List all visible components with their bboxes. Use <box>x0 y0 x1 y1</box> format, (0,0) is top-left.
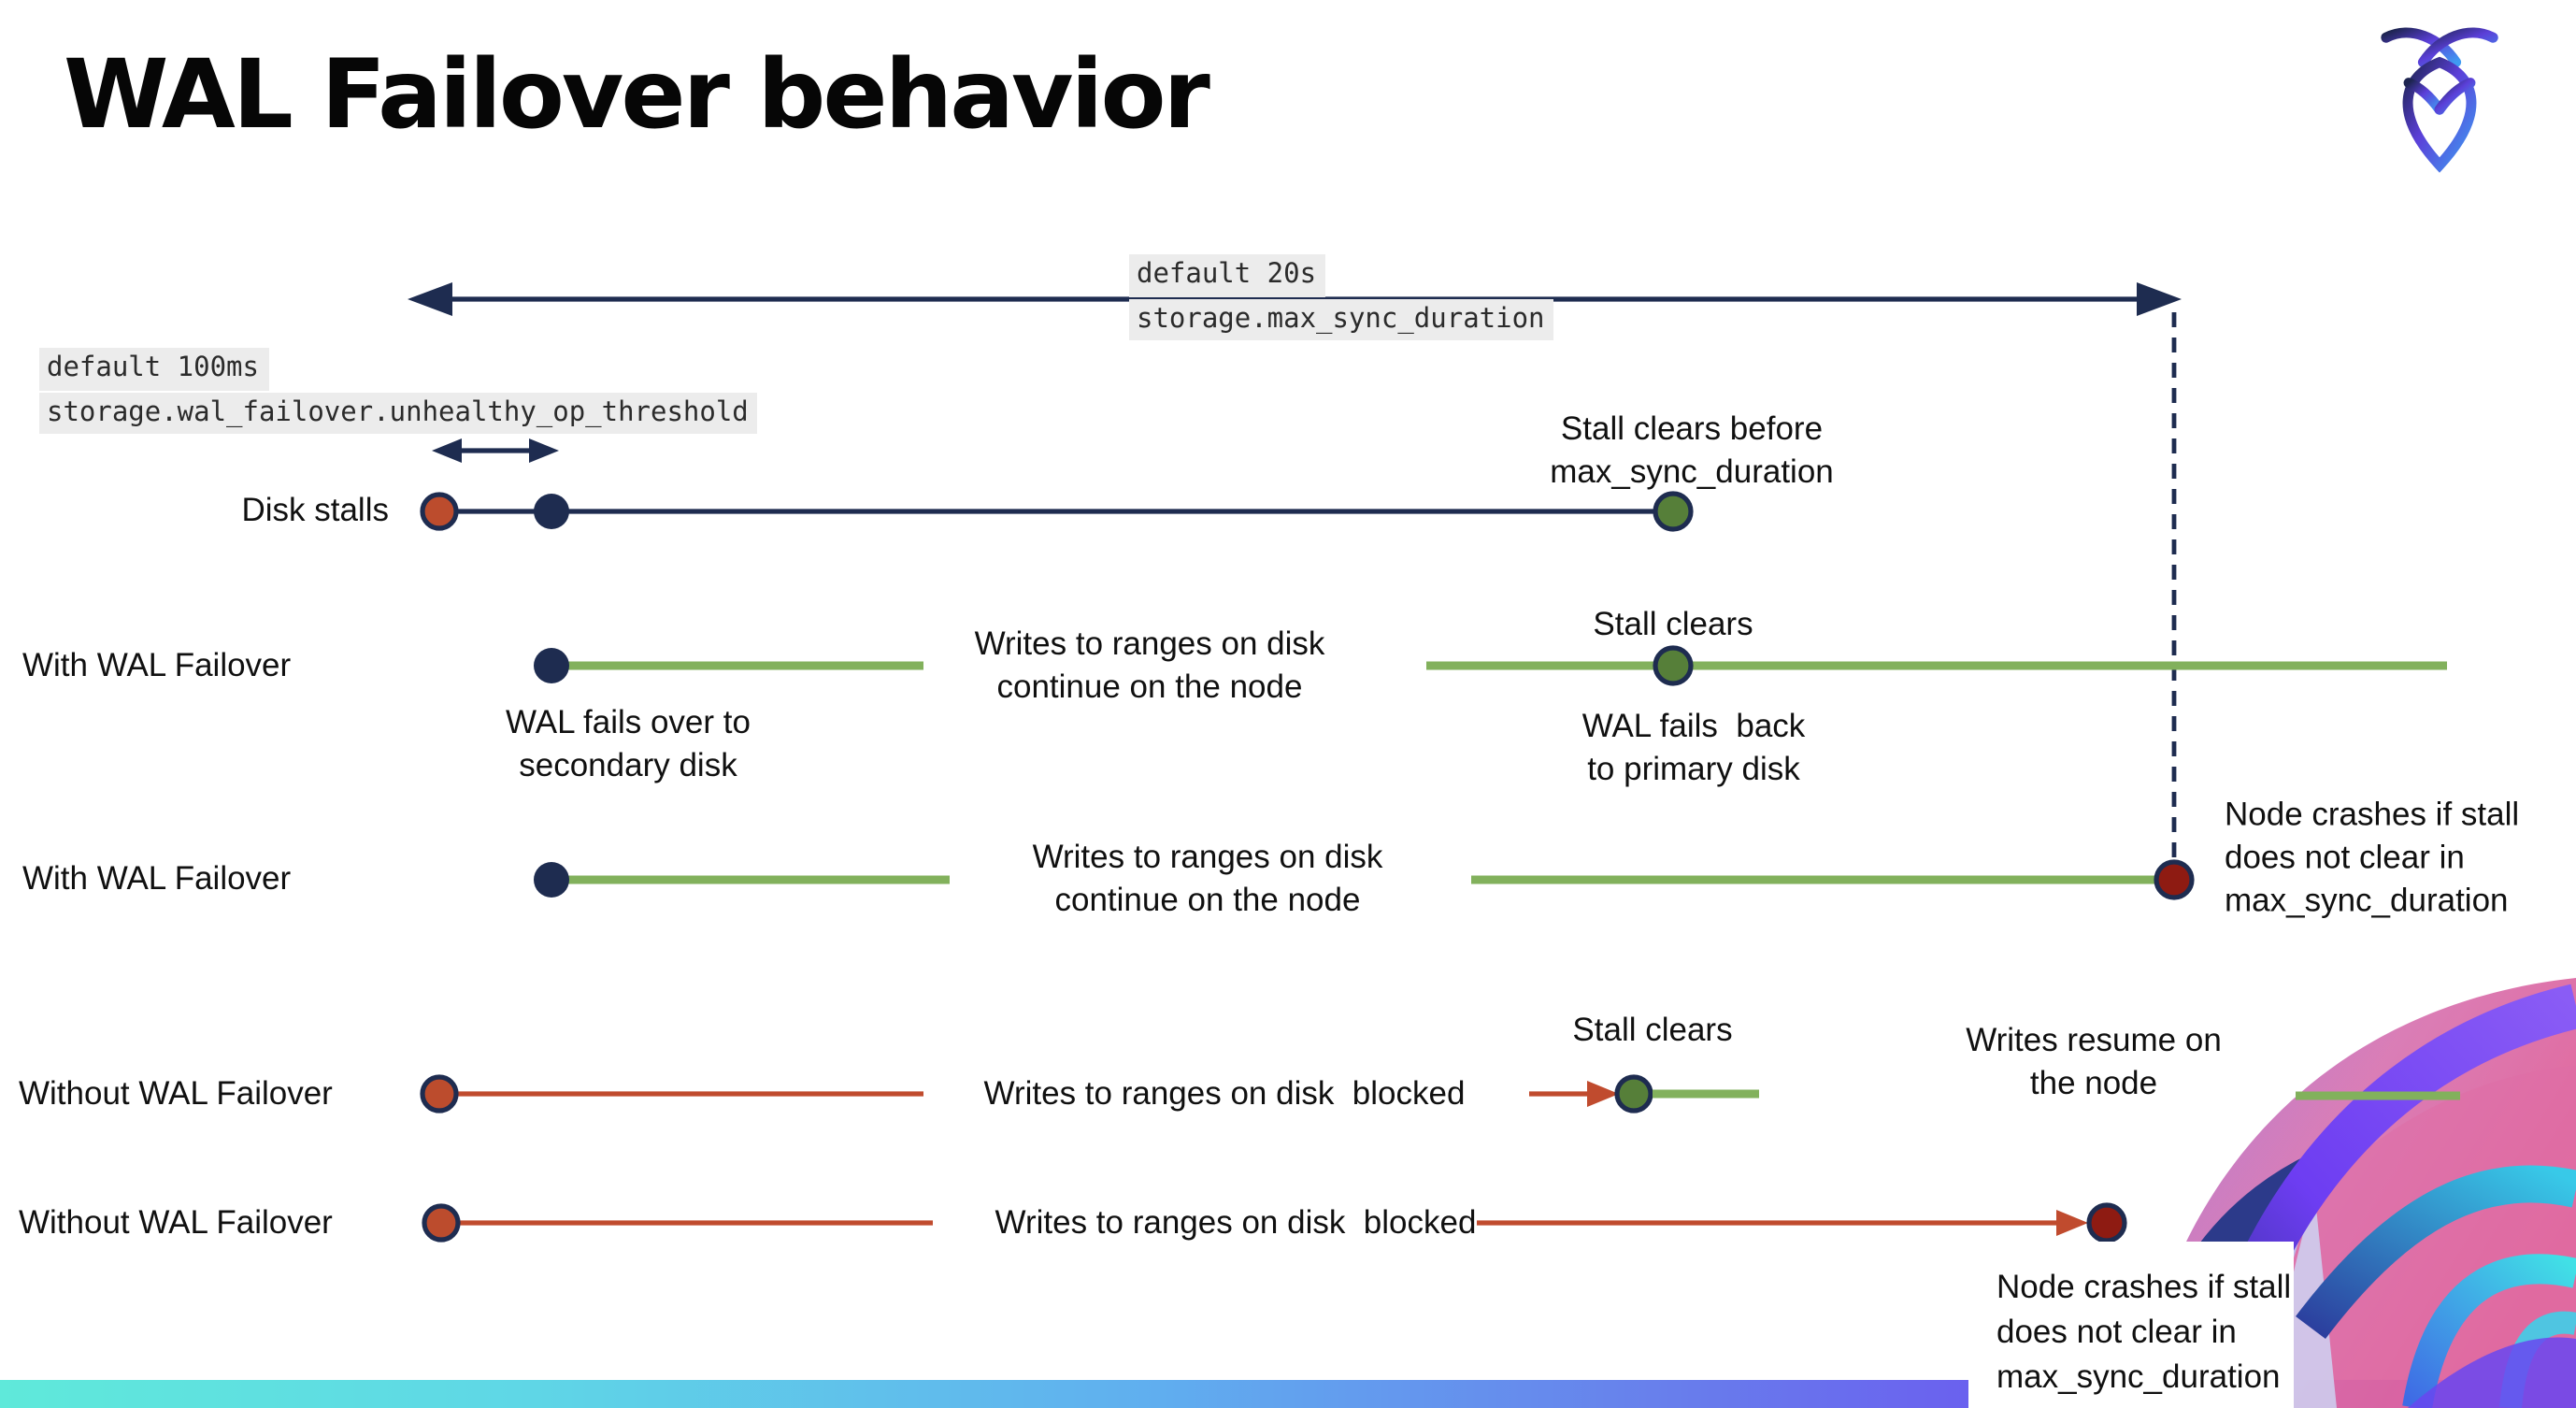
row-with-failover-clears <box>534 645 2447 686</box>
note-wal-fails-back: WAL fails back to primary disk <box>1581 706 1806 787</box>
stall-start-dot <box>420 492 459 531</box>
threshold-label: default 100ms storage.wal_failover.unhea… <box>39 348 758 436</box>
threshold-arrow <box>432 438 559 463</box>
threshold-default-text: default 100ms <box>39 348 268 390</box>
note-stall-clears-2: Stall clears <box>1572 1010 1733 1048</box>
failover-dot-1 <box>534 648 569 683</box>
stall-clears-dot-2 <box>1614 1074 1653 1113</box>
row-disk-stalls <box>420 491 1694 532</box>
note-wal-fails-over: WAL fails over to secondary disk <box>506 702 751 783</box>
threshold-arrowhead-right <box>529 438 559 463</box>
row-label-without-wal-failover-2: Without WAL Failover <box>19 1203 333 1241</box>
node-crash-dot-2 <box>2086 1202 2127 1243</box>
row-label-without-wal-failover-1: Without WAL Failover <box>19 1074 333 1112</box>
threshold-setting-text: storage.wal_failover.unhealthy_op_thresh… <box>39 392 758 434</box>
failover-dot-2 <box>534 862 569 898</box>
note-writes-continue-1: Writes to ranges on disk continue on the… <box>974 624 1325 705</box>
stall-clears-dot-1 <box>1653 491 1694 532</box>
stall-start-dot-r5 <box>422 1203 461 1243</box>
row-without-failover-crash <box>422 1202 2127 1243</box>
art-cyan-arc-1 <box>2402 1254 2576 1408</box>
failback-dot <box>1653 645 1694 686</box>
page-title: WAL Failover behavior <box>64 41 1210 151</box>
cockroachdb-logo-icon <box>2381 27 2498 173</box>
note-node-crashes-2: Node crashes if stall does not clear in … <box>1996 1268 2292 1396</box>
node-crash-dot-1 <box>2154 859 2195 900</box>
note-stall-clears-before: Stall clears before max_sync_duration <box>1550 409 1834 490</box>
row-with-failover-crash <box>534 859 2195 900</box>
art-purple-corner <box>2408 1337 2576 1408</box>
crash-callout-box: Node crashes if stall does not clear in … <box>1968 1242 2294 1408</box>
max-sync-arrowhead-right <box>2137 282 2182 316</box>
threshold-dot <box>534 494 569 529</box>
note-stall-clears-1: Stall clears <box>1593 604 1753 642</box>
note-writes-blocked-1: Writes to ranges on disk blocked <box>983 1073 1466 1112</box>
max-sync-default-text: default 20s <box>1129 254 1326 296</box>
note-node-crashes-1: Node crashes if stall does not clear in … <box>2225 795 2520 920</box>
row-label-with-wal-failover-1: With WAL Failover <box>22 646 292 683</box>
max-sync-duration-label: default 20s storage.max_sync_duration <box>1129 254 1554 342</box>
logo-paths <box>2381 27 2498 173</box>
row-without-failover-clears <box>420 1074 2460 1113</box>
max-sync-arrowhead-left <box>408 282 452 316</box>
row-label-with-wal-failover-2: With WAL Failover <box>22 859 292 897</box>
note-writes-continue-2: Writes to ranges on disk continue on the… <box>1032 837 1383 918</box>
row-label-disk-stalls: Disk stalls <box>241 491 389 528</box>
red-arrowhead-r4 <box>1587 1081 1619 1107</box>
stall-start-dot-r4 <box>420 1074 459 1113</box>
art-blue-arc <box>2296 1165 2576 1340</box>
red-arrowhead-r5 <box>2056 1210 2088 1236</box>
threshold-arrowhead-left <box>432 438 462 463</box>
note-writes-resume: Writes resume on the node <box>1966 1020 2222 1101</box>
note-writes-blocked-2: Writes to ranges on disk blocked <box>995 1202 1477 1241</box>
max-sync-setting-text: storage.max_sync_duration <box>1129 298 1554 340</box>
